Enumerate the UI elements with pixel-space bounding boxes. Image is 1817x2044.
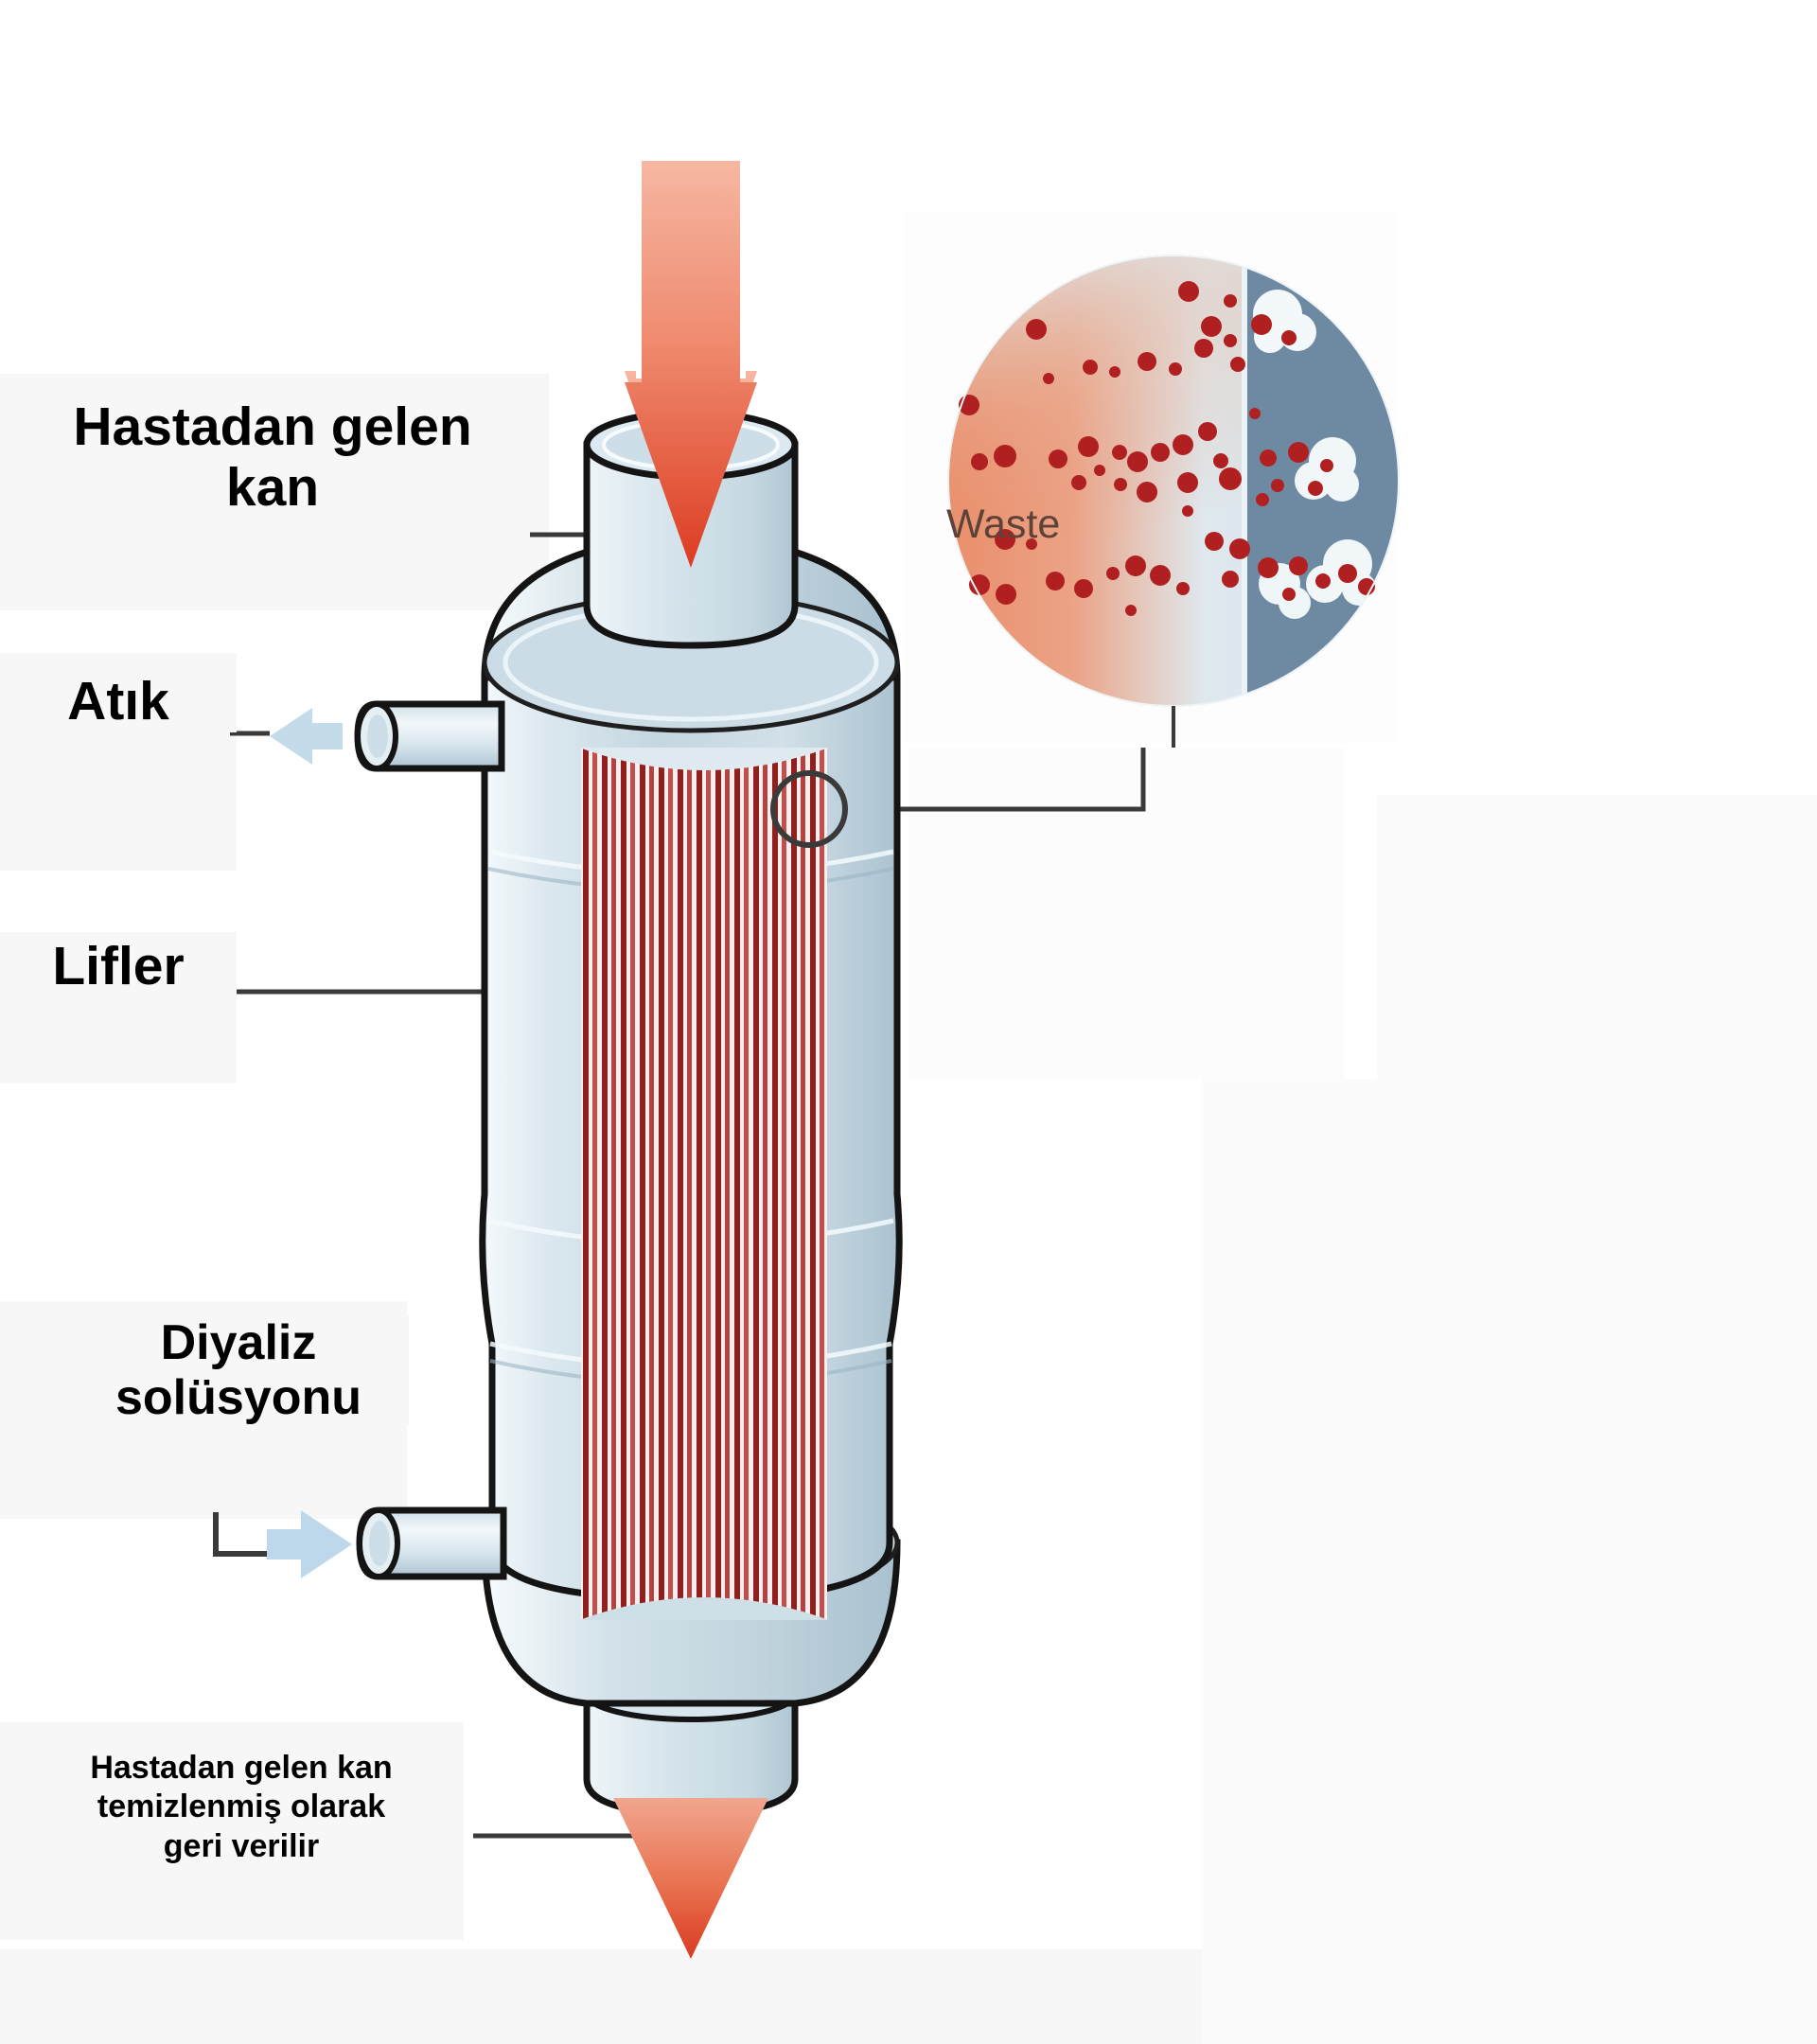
dialyzer-housing: [354, 409, 903, 1817]
fiber-lines: [583, 748, 824, 1620]
callout-circle: [770, 770, 848, 848]
inset-magnifier: [947, 255, 1400, 748]
leader-callout-to-inset: [838, 748, 1146, 812]
waste-out-arrow: [270, 708, 343, 765]
blood-outlet-arrow: [613, 1798, 768, 1959]
label-inlet-blood: Hastadan gelen kan: [26, 396, 519, 519]
waste-port: [354, 700, 505, 772]
fiber-bundle: [579, 748, 829, 1620]
blood-inlet-arrow: [625, 161, 757, 568]
label-waste: Atık: [0, 671, 237, 732]
leader-dialysate: [213, 1512, 284, 1557]
label-dialysate: Diyaliz solüsyonu: [68, 1315, 409, 1426]
dialysate-in-arrow: [267, 1510, 352, 1578]
dialysate-port: [356, 1507, 507, 1580]
inset-waste-particles: [959, 281, 1375, 616]
label-outlet-blood: Hastadan gelen kan temizlenmiş olarak ge…: [28, 1749, 454, 1867]
label-fibers: Lifler: [0, 936, 237, 997]
inset-waste-text: Waste: [946, 502, 1060, 547]
